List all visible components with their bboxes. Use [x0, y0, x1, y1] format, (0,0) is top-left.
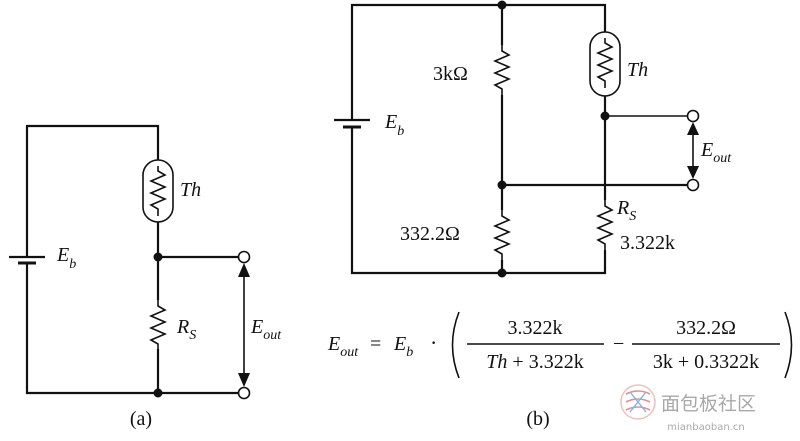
battery-a: [9, 243, 45, 272]
circuit-a: Eb Th RS Eout (a): [9, 124, 282, 430]
resistor-3k-label: 3kΩ: [433, 63, 468, 85]
caption-b: (b): [526, 408, 549, 430]
eq-minus: −: [613, 333, 624, 355]
eout-arrow-a: [238, 263, 250, 387]
resistor-rs-b: [595, 200, 615, 250]
node-b-middle: [497, 180, 507, 190]
watermark-logo-icon: [620, 384, 656, 420]
rs-a-label: RS: [176, 316, 196, 343]
terminal-b-top: [686, 109, 700, 123]
terminal-a-bottom: [237, 386, 251, 400]
eq-term1-den: Th + 3.322k: [486, 351, 583, 373]
resistor-3k: [492, 45, 512, 95]
eq-equals: =: [370, 333, 381, 355]
circuit-b: Eb Th 3kΩ 332.2Ω RS 3.322k Eout (b): [334, 0, 732, 430]
eq-term1-num: 3.322k: [508, 317, 563, 339]
thermistor-b-label: Th: [627, 59, 648, 81]
eout-a-label: Eout: [250, 316, 282, 343]
eq-lhs: Eout: [327, 333, 359, 360]
wire-a-top: [25, 124, 160, 243]
wire-a-bottom: [25, 272, 244, 395]
eq-dot: ·: [430, 330, 437, 355]
eq-term2-den: 3k + 0.3322k: [653, 351, 759, 373]
eq-paren-right: [784, 311, 793, 379]
battery-a-label: Eb: [56, 244, 76, 272]
node-b-bottom: [497, 268, 507, 278]
watermark-text-cn: 面包板社区: [661, 393, 756, 415]
eq-paren-left: [451, 311, 460, 379]
battery-b-label: Eb: [384, 111, 404, 139]
eq-eb: Eb: [393, 333, 413, 360]
terminal-b-bottom: [686, 178, 700, 192]
wire-b-top: [350, 3, 607, 120]
resistor-332-label: 332.2Ω: [400, 223, 460, 245]
watermark-url: mianbaoban.cn: [667, 422, 744, 433]
node-a-bottom: [153, 388, 163, 398]
rs-b-label: RS: [616, 197, 636, 224]
eout-b-label: Eout: [700, 139, 732, 166]
thermistor-a: [142, 159, 174, 223]
terminal-a-top: [237, 250, 251, 264]
node-b-top: [497, 0, 507, 10]
rs-b-value: 3.322k: [620, 232, 675, 254]
equation: Eout = Eb · 3.322k Th + 3.322k − 332.2Ω …: [327, 311, 793, 379]
node-a-junction: [153, 252, 163, 262]
eq-term2-num: 332.2Ω: [676, 317, 736, 339]
battery-b: [334, 118, 370, 146]
eout-arrow-b: [687, 122, 699, 179]
watermark: 面包板社区 mianbaoban.cn: [620, 384, 756, 433]
thermistor-a-label: Th: [180, 179, 201, 201]
node-b-right: [600, 111, 610, 121]
resistor-332: [492, 210, 512, 260]
caption-a: (a): [130, 408, 152, 430]
wire-b-bottom: [350, 146, 607, 275]
thermistor-b: [589, 31, 621, 97]
resistor-rs-a: [148, 300, 168, 349]
